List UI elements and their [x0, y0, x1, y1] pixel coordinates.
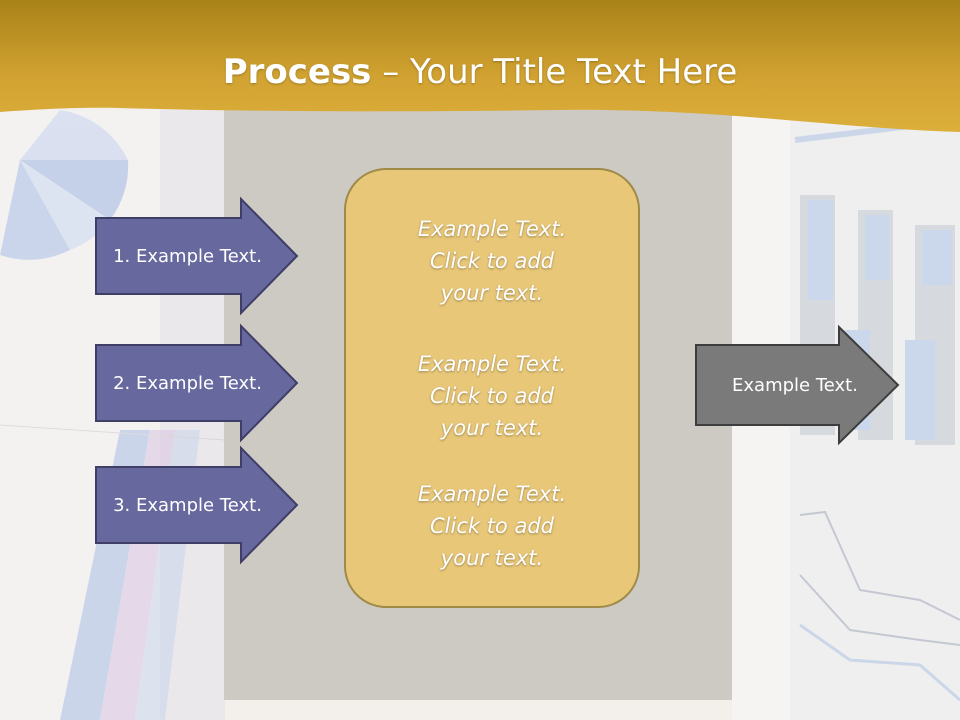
input-arrow-2-label: 2. Example Text. — [113, 372, 262, 394]
output-arrow-label: Example Text. — [732, 374, 858, 396]
input-arrow-3[interactable] — [95, 445, 299, 565]
center-process-box[interactable] — [344, 168, 640, 608]
output-arrow-shape — [695, 324, 900, 446]
center-text-2-line-3: your text. — [440, 416, 544, 440]
center-text-3-line-1: Example Text. — [417, 482, 567, 506]
input-arrow-3-shape — [95, 445, 299, 565]
input-arrow-3-label: 3. Example Text. — [113, 494, 262, 516]
center-text-3-line-3: your text. — [440, 546, 544, 570]
center-text-2-line-2: Click to add — [429, 384, 554, 408]
input-arrow-2[interactable] — [95, 323, 299, 443]
center-text-block-2[interactable]: Example Text. Click to add your text. — [344, 348, 640, 444]
input-arrow-1-shape — [95, 196, 299, 316]
center-text-block-1[interactable]: Example Text. Click to add your text. — [344, 213, 640, 309]
center-text-2-line-1: Example Text. — [417, 352, 567, 376]
output-arrow[interactable] — [695, 324, 900, 446]
center-text-block-3[interactable]: Example Text. Click to add your text. — [344, 478, 640, 574]
input-arrow-1[interactable] — [95, 196, 299, 316]
center-text-1-line-1: Example Text. — [417, 217, 567, 241]
center-text-3-line-2: Click to add — [429, 514, 554, 538]
page-title: Process – Your Title Text Here — [222, 52, 738, 92]
input-arrow-2-shape — [95, 323, 299, 443]
input-arrow-1-label: 1. Example Text. — [113, 245, 262, 267]
center-text-1-line-2: Click to add — [429, 249, 554, 273]
center-text-1-line-3: your text. — [440, 281, 544, 305]
